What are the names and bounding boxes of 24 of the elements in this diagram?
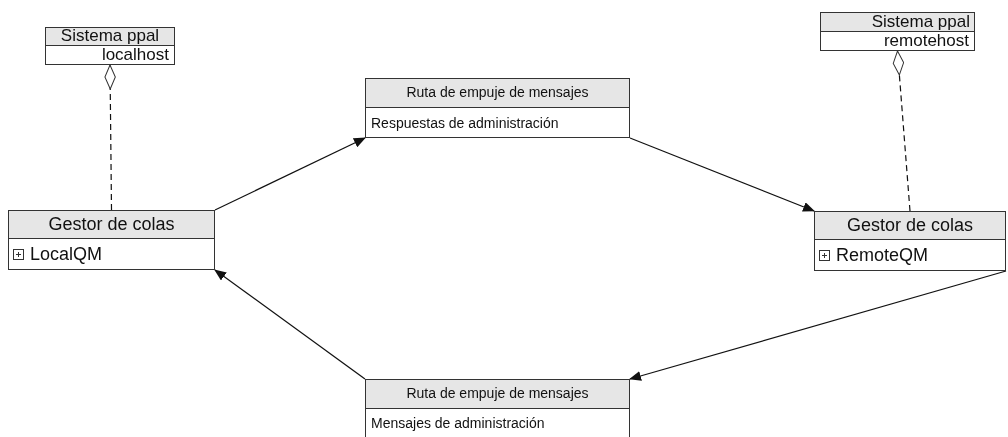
class-box xyxy=(814,211,1006,271)
class-attribute: LocalQM xyxy=(30,243,103,265)
class-attribute: remotehost xyxy=(882,31,970,51)
class-box xyxy=(45,27,175,65)
class-header: Ruta de empuje de mensajes xyxy=(366,380,629,409)
arrow xyxy=(629,270,1007,381)
class-header: Gestor de colas xyxy=(9,211,214,239)
class-header: Gestor de colas xyxy=(815,212,1005,240)
class-box xyxy=(8,210,215,270)
aggregation-line xyxy=(104,64,116,211)
class-box xyxy=(365,379,630,437)
class-attribute: RemoteQM xyxy=(836,244,929,266)
class-attribute: Respuestas de administración xyxy=(370,114,560,131)
arrow xyxy=(214,269,366,380)
class-attribute: Mensajes de administración xyxy=(370,415,546,431)
class-box xyxy=(365,78,630,138)
arrow xyxy=(629,137,815,212)
class-box xyxy=(820,12,975,51)
class-header: Sistema ppal xyxy=(821,13,974,32)
arrow xyxy=(214,137,366,211)
class-attribute: localhost xyxy=(100,45,170,65)
class-header: Ruta de empuje de mensajes xyxy=(366,79,629,108)
class-header: Sistema ppal xyxy=(46,28,174,46)
aggregation-line xyxy=(892,50,911,212)
